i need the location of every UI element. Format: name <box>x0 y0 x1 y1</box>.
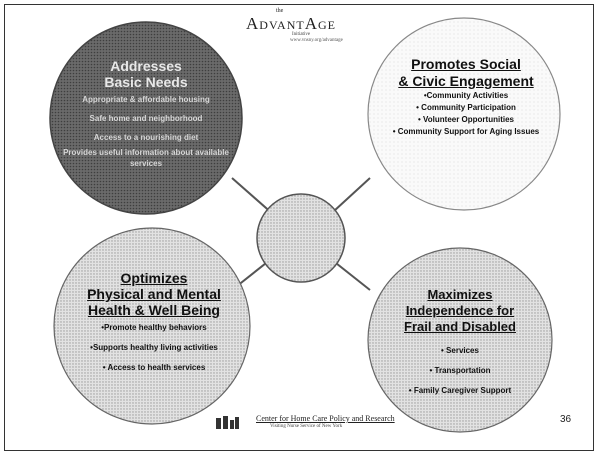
quadrant-item: • Family Caregiver Support <box>408 386 512 395</box>
quadrant-item: • Community Participation <box>416 103 516 112</box>
circle-center <box>256 193 346 283</box>
quadrant-item: Safe home and neighborhood <box>89 114 203 123</box>
quadrant-title-line: Optimizes <box>120 270 188 286</box>
quadrant-health: Optimizes Physical and Mental Health & W… <box>70 270 238 378</box>
vns-logo-icon <box>216 416 239 429</box>
quadrant-item: • Community Support for Aging Issues <box>392 127 540 136</box>
header-logo: the AdvantAge Initiative www.vnsny.org/a… <box>232 8 362 48</box>
quadrant-title-line: Health & Well Being <box>88 302 220 318</box>
quadrant-basic-needs: Addresses Basic Needs Appropriate & affo… <box>58 58 234 169</box>
quadrant-item: •Community Activities <box>423 91 509 100</box>
logo-wordmark: AdvantAge <box>246 14 336 33</box>
page-number: 36 <box>560 414 572 425</box>
logo-the: the <box>276 8 284 14</box>
quadrant-title-line: Promotes Social <box>411 56 521 72</box>
quadrant-social-civic: Promotes Social & Civic Engagement •Comm… <box>378 56 554 138</box>
quadrant-independence: Maximizes Independence for Frail and Dis… <box>380 287 540 401</box>
logo-subtitle: Initiative <box>292 32 311 37</box>
logo-url: www.vnsny.org/advantage <box>290 38 343 43</box>
quadrant-item: • Transportation <box>429 366 491 375</box>
quadrant-title-line: Frail and Disabled <box>404 319 516 334</box>
quadrant-item: •Promote healthy behaviors <box>101 323 207 332</box>
quadrant-title-line: & Civic Engagement <box>398 73 534 89</box>
circle-top-left <box>49 21 243 215</box>
quadrant-item: Access to a nourishing diet <box>93 133 199 142</box>
quadrant-title-line: Maximizes <box>427 287 493 302</box>
circle-bottom-right <box>367 247 553 433</box>
quadrant-item: •Supports healthy living activities <box>90 343 218 352</box>
quadrant-title-line: Physical and Mental <box>87 286 221 302</box>
footer-org-tagline: Visiting Nurse Service of New York <box>270 424 343 429</box>
quadrant-item: Provides useful information about availa… <box>63 148 229 168</box>
circle-bottom-left <box>53 227 251 425</box>
quadrant-title-line: Independence for <box>405 303 515 318</box>
footer-org-name: Center for Home Care Policy and Research <box>256 414 395 423</box>
quadrant-title-line: Basic Needs <box>104 74 188 90</box>
quadrant-item: • Access to health services <box>102 363 206 372</box>
quadrant-title-line: Addresses <box>110 58 182 74</box>
quadrant-item: Appropriate & affordable housing <box>82 95 210 104</box>
quadrant-item: • Services <box>441 346 479 355</box>
circle-top-right <box>367 17 561 211</box>
quadrant-item: • Volunteer Opportunities <box>418 115 514 124</box>
slide-frame <box>4 4 594 451</box>
